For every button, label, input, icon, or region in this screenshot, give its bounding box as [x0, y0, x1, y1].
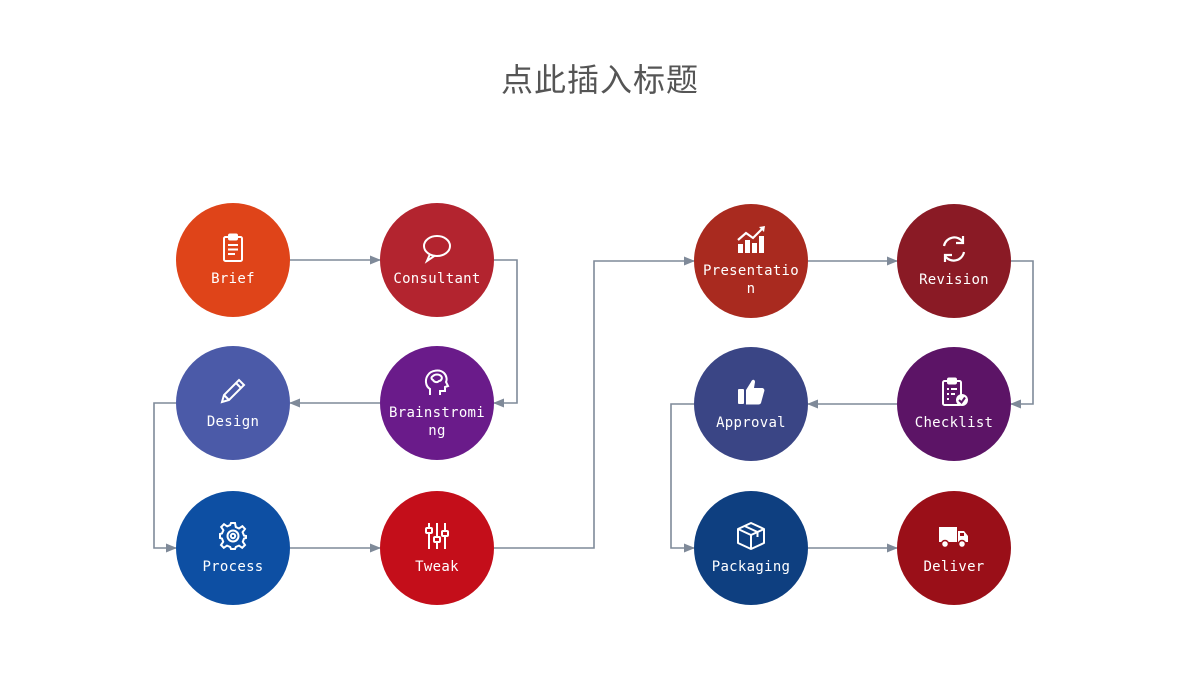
node-label: Brief [211, 271, 255, 287]
clipboard-icon [217, 232, 249, 264]
sliders-icon [421, 520, 453, 552]
speech-bubble-icon [421, 232, 453, 264]
node-checklist: Checklist [897, 347, 1011, 461]
node-label: Packaging [711, 559, 791, 575]
connector-revision-checklist [1009, 260, 1034, 409]
node-packaging: Packaging [694, 491, 808, 605]
node-label: Deliver [923, 559, 985, 575]
node-design: Design [176, 346, 290, 460]
node-consultant: Consultant [380, 203, 494, 317]
node-label: Consultant [393, 271, 481, 287]
node-deliver: Deliver [897, 491, 1011, 605]
node-label: Tweak [415, 559, 459, 575]
box-icon [735, 520, 767, 552]
node-label: Brainstroming [388, 405, 486, 439]
connector-design-process [153, 402, 178, 553]
node-approval: Approval [694, 347, 808, 461]
connector-consultant-brainstorming [492, 259, 518, 408]
node-label: Revision [919, 272, 989, 288]
node-presentation: Presentation [694, 204, 808, 318]
checklist-icon [938, 376, 970, 408]
node-label: Process [202, 559, 264, 575]
node-brief: Brief [176, 203, 290, 317]
node-brainstorming: Brainstroming [380, 346, 494, 460]
thumbs-up-icon [735, 376, 767, 408]
node-label: Checklist [914, 415, 994, 431]
node-label: Approval [716, 415, 786, 431]
node-tweak: Tweak [380, 491, 494, 605]
connector-approval-packaging [670, 403, 696, 553]
brain-head-icon [421, 366, 453, 398]
truck-icon [938, 520, 970, 552]
node-revision: Revision [897, 204, 1011, 318]
node-label: Design [206, 414, 260, 430]
page-title: 点此插入标题 [500, 61, 699, 99]
node-label: Presentation [702, 263, 800, 297]
bar-chart-icon [735, 224, 767, 256]
connector-tweak-presentation [494, 256, 696, 549]
pencil-icon [217, 375, 249, 407]
gear-icon [217, 520, 249, 552]
node-process: Process [176, 491, 290, 605]
refresh-icon [938, 233, 970, 265]
